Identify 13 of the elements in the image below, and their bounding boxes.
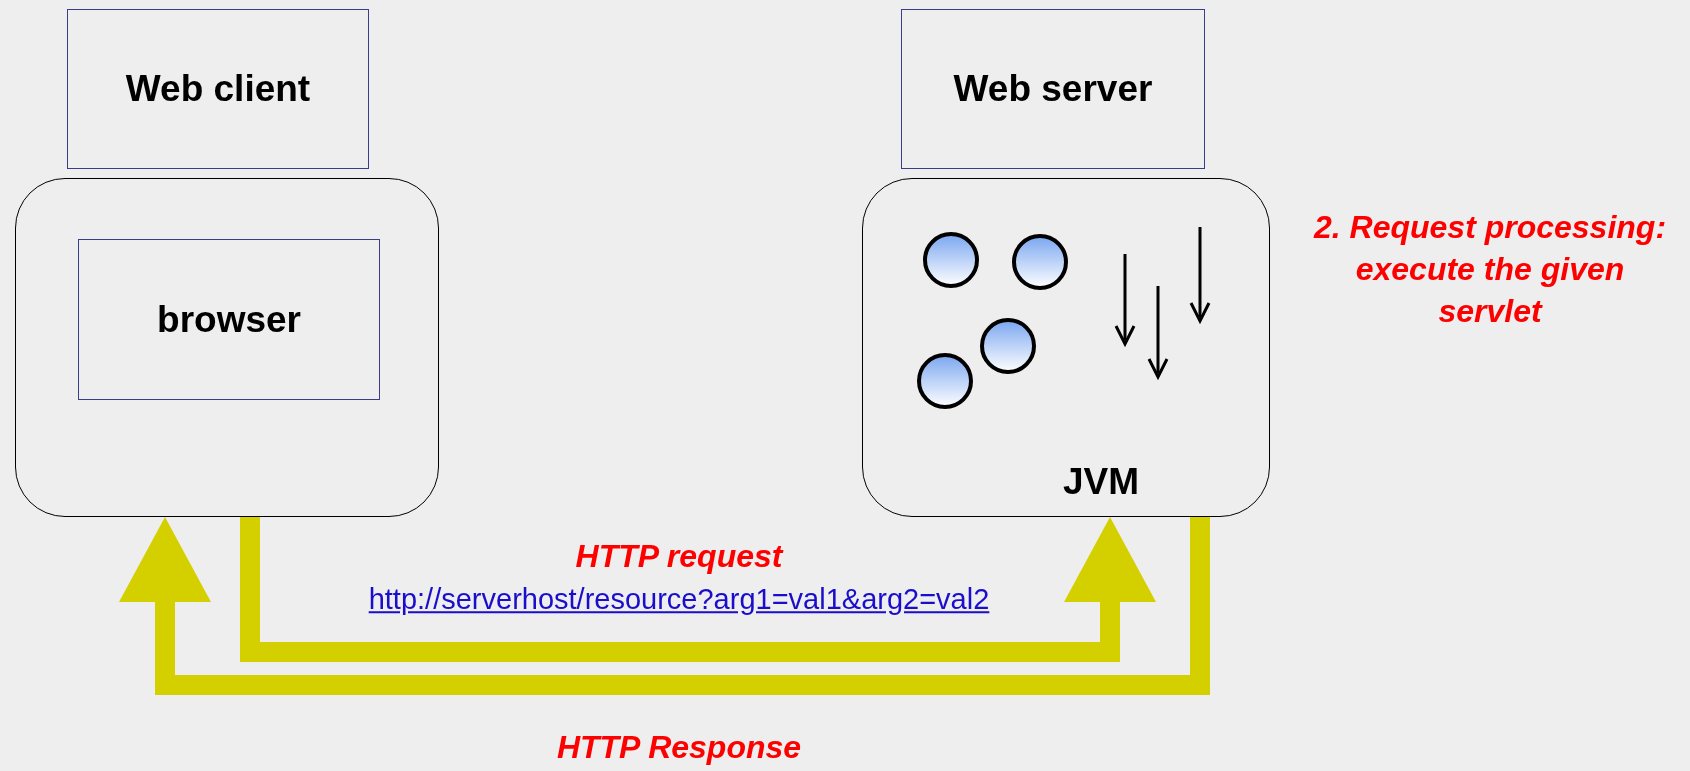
node-label: JVM [1063,460,1140,504]
thick-arrow [119,517,1210,695]
url-link: http://serverhost/resource?arg1=val1&arg2=val2 [368,582,990,618]
note-text: 2. Request processing: execute the given servlet [1312,208,1668,331]
node-label: Web client [125,67,311,112]
label-box [901,9,1205,169]
machine-box [15,178,439,517]
label-box [78,239,380,400]
node-label: Web server [953,67,1153,112]
node-label: browser [157,297,301,342]
label-box [67,9,369,169]
thick-arrow [240,517,1156,662]
machine-box [862,178,1270,517]
